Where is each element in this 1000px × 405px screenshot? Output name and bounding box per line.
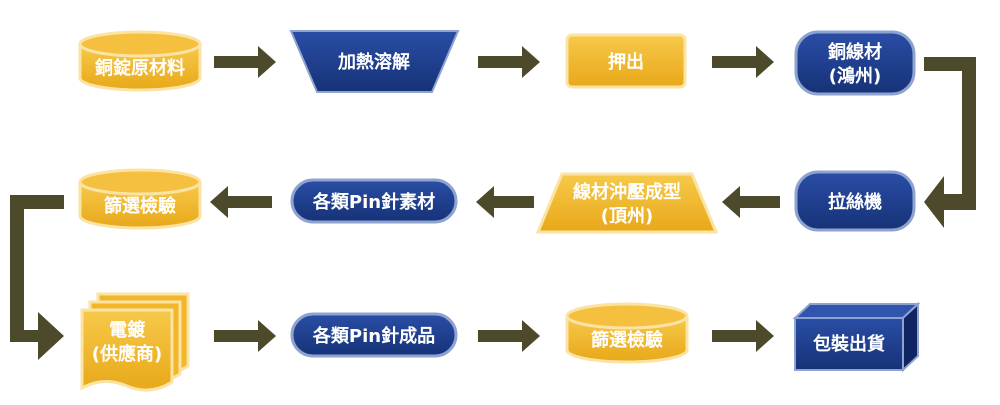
node-wire-stamping-label-1: 線材沖壓成型 [573,181,681,203]
node-plating-label-1: 電鍍 [109,319,146,341]
node-screening-2: 篩選檢驗 [565,302,689,364]
arrow-ingot-to-melting [214,46,276,78]
node-screening-1: 篩選檢驗 [78,168,202,230]
arrow-screening-to-plating [10,195,64,360]
node-wire-stamping: 線材沖壓成型 (頂州) [535,172,719,234]
node-wire-stamping-label-2: (頂州) [601,206,653,227]
node-screening-2-label: 篩選檢驗 [591,329,663,351]
arrow-screening-to-packing [712,320,774,352]
arrow-stamping-to-blanks [476,186,534,218]
node-extrusion-label: 押出 [608,51,644,73]
node-packing-shipping: 包裝出貨 [792,301,921,373]
node-copper-wire-label-1: 銅線材 [828,41,882,63]
node-packing-shipping-label: 包裝出貨 [813,333,885,355]
node-copper-ingot: 銅錠原材料 [78,30,202,92]
node-drawing-machine-label: 拉絲機 [828,191,882,213]
node-extrusion: 押出 [565,33,687,89]
node-melting: 加熱溶解 [289,30,460,93]
node-copper-ingot-label: 銅錠原材料 [95,57,185,79]
node-melting-label: 加熱溶解 [337,51,410,73]
node-copper-wire-label-2: (鴻州) [829,65,881,87]
node-plating: 電鍍 (供應商) [80,292,190,392]
arrow-finished-to-screening [478,320,540,352]
node-copper-wire: 銅線材 (鴻州) [794,30,916,96]
node-screening-1-label: 篩選檢驗 [104,195,176,217]
arrow-plating-to-finished [214,320,276,352]
node-drawing-machine: 拉絲機 [794,170,916,232]
arrow-wire-to-drawing [924,57,976,228]
node-pin-finished: 各類Pin針成品 [290,312,458,358]
node-plating-label-2: (供應商) [92,343,162,365]
node-pin-finished-label: 各類Pin針成品 [312,325,435,347]
arrow-blanks-to-screening [210,186,272,218]
arrow-melting-to-extrusion [478,46,540,78]
node-pin-blanks: 各類Pin針素材 [290,178,458,224]
node-pin-blanks-label: 各類Pin針素材 [312,191,435,213]
arrow-drawing-to-stamping [722,186,780,218]
arrow-extrusion-to-wire [712,46,774,78]
